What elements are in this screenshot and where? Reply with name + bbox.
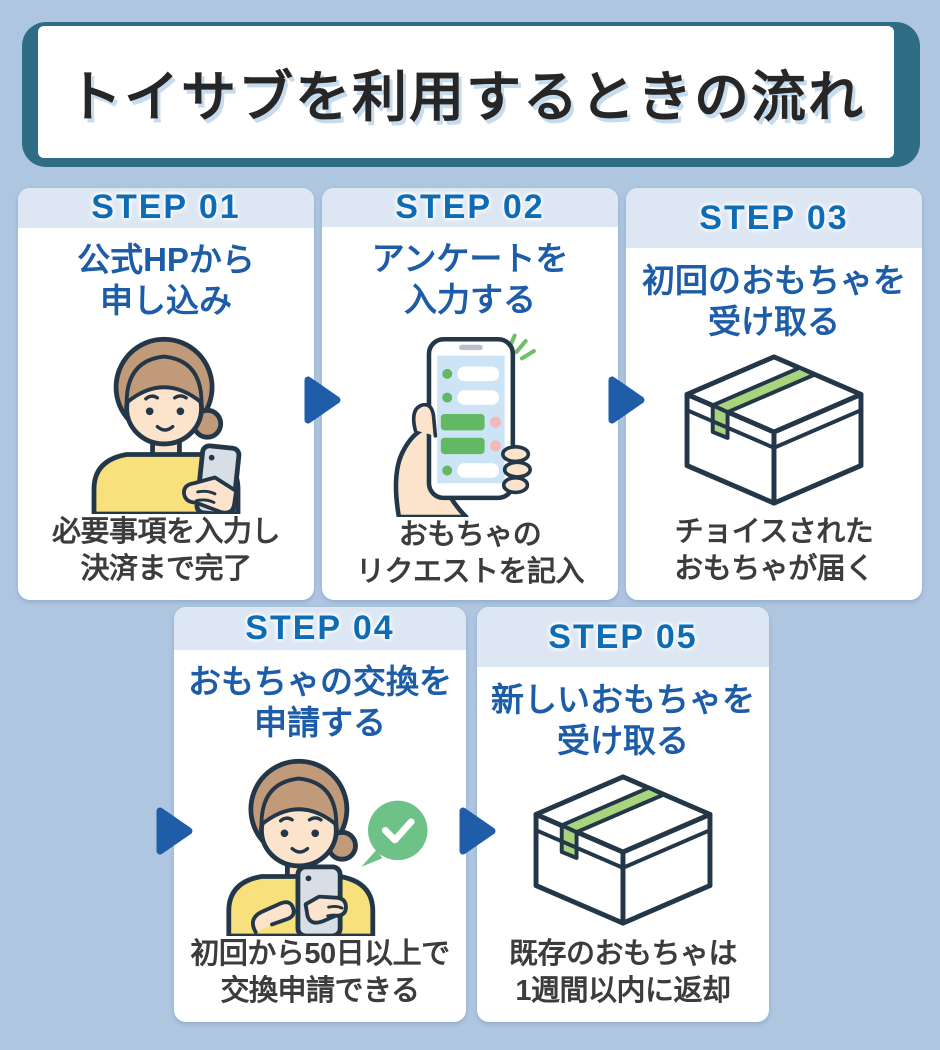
check-bubble-icon bbox=[361, 800, 428, 867]
step-card-header: STEP 05 bbox=[477, 607, 769, 667]
step-card-5: STEP 05 新しいおもちゃを 受け取る 既存のおもちゃは 1週間以内に bbox=[477, 607, 769, 1022]
step-description: 既存のおもちゃは 1週間以内に返却 bbox=[508, 937, 738, 1007]
step-card-header: STEP 01 bbox=[18, 188, 314, 228]
page-title: トイサブを利用するときの流れ bbox=[66, 66, 865, 128]
step-label: STEP 03 bbox=[699, 198, 849, 237]
step-card-3: STEP 03 初回のおもちゃを 受け取る チョイスされた おもちゃが届く bbox=[626, 188, 922, 600]
woman-phone-check-illustration bbox=[174, 744, 466, 936]
step-card-header: STEP 02 bbox=[322, 188, 618, 227]
delivery-box-illustration bbox=[477, 763, 769, 936]
step-card-header: STEP 04 bbox=[174, 607, 466, 650]
step-label: STEP 02 bbox=[395, 188, 545, 226]
delivery-box-icon bbox=[684, 354, 864, 506]
hand-phone-survey-illustration bbox=[322, 321, 618, 517]
step-title: おもちゃの交換を 申請する bbox=[188, 662, 452, 741]
step-title: 新しいおもちゃを 受け取る bbox=[491, 681, 755, 759]
step-card-4: STEP 04 おもちゃの交換を 申請する bbox=[174, 607, 466, 1022]
step-description: 必要事項を入力し 決済まで完了 bbox=[51, 515, 281, 585]
step-title: 初回のおもちゃを 受け取る bbox=[642, 262, 906, 340]
woman-phone-check-icon bbox=[226, 758, 428, 936]
step-description: おもちゃの リクエストを記入 bbox=[355, 518, 585, 588]
woman-with-phone-icon bbox=[91, 336, 242, 514]
step-title: 公式HPから 申し込み bbox=[77, 240, 255, 319]
delivery-box-illustration bbox=[626, 344, 922, 514]
arrow-right-icon bbox=[608, 376, 645, 424]
delivery-box-icon bbox=[533, 774, 713, 926]
step-description: チョイスされた おもちゃが届く bbox=[674, 515, 874, 585]
step-label: STEP 05 bbox=[548, 617, 698, 656]
title-box: トイサブを利用するときの流れ bbox=[38, 26, 894, 158]
step-label: STEP 04 bbox=[245, 608, 395, 647]
step-title: アンケートを 入力する bbox=[371, 240, 569, 318]
step-card-2: STEP 02 アンケートを 入力する bbox=[322, 188, 618, 600]
arrow-right-icon bbox=[459, 807, 496, 855]
step-card-header: STEP 03 bbox=[626, 188, 922, 248]
step-card-1: STEP 01 公式HPから 申し込み bbox=[18, 188, 314, 600]
arrow-right-icon bbox=[156, 807, 193, 855]
step-description: 初回から50日以上で 交換申請できる bbox=[190, 937, 450, 1007]
title-frame: トイサブを利用するときの流れ bbox=[22, 22, 920, 167]
step-label: STEP 01 bbox=[91, 188, 241, 227]
woman-with-phone-illustration bbox=[18, 322, 314, 514]
arrow-right-icon bbox=[304, 376, 341, 424]
hand-phone-survey-icon bbox=[393, 333, 536, 517]
